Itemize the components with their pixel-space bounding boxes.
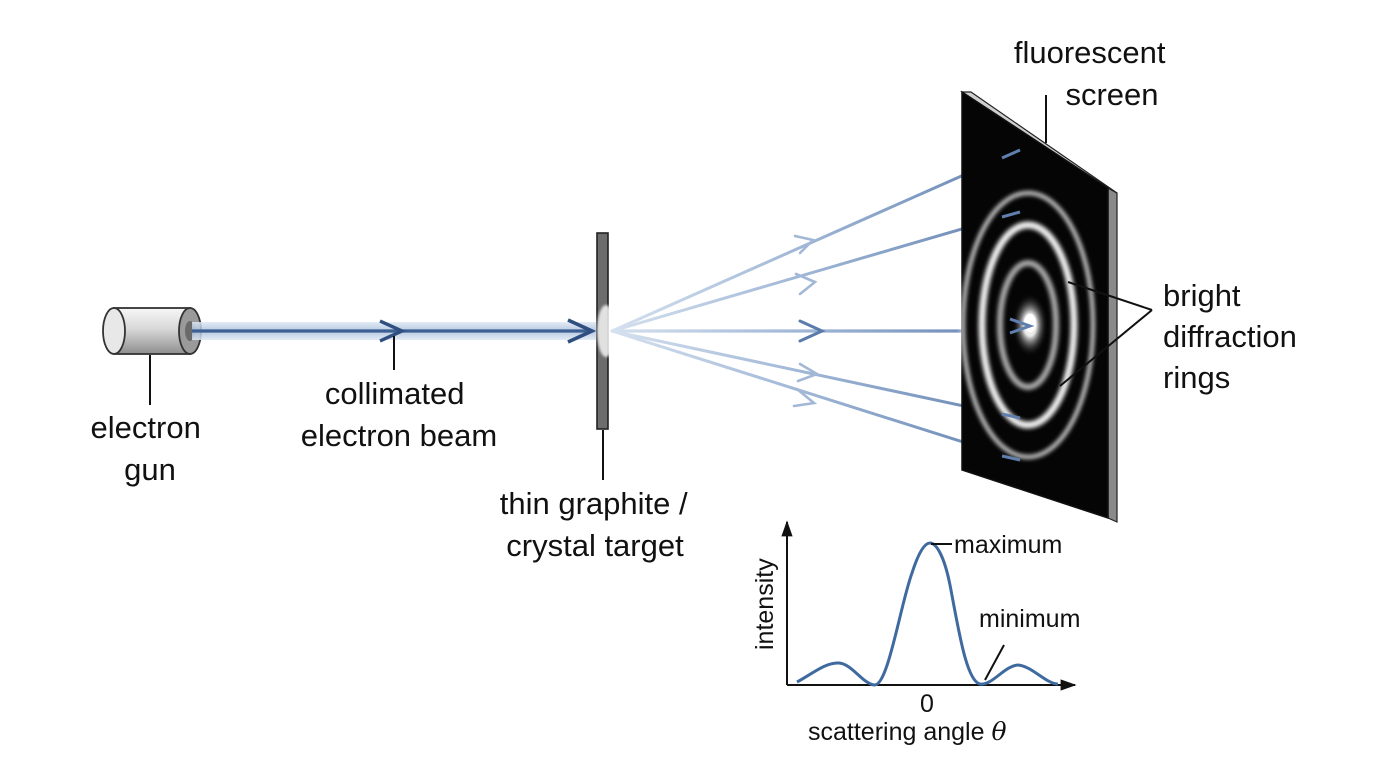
diffraction-rings: [961, 191, 1095, 459]
minimum-leader: [984, 644, 1005, 681]
screen-arrow-icon: [1009, 317, 1035, 335]
maximum-label: maximum: [954, 531, 1062, 559]
beam-arrow-icon: [379, 319, 407, 343]
intensity-inset: maximum minimum intensity 0 scattering a…: [751, 520, 1080, 746]
rings-leader-lower: [1059, 309, 1153, 387]
ray-arrow-icon: [794, 272, 818, 296]
ray-arrow-icon: [798, 319, 826, 343]
rings-label: bright diffraction rings: [1163, 278, 1305, 395]
collimated-beam: [192, 318, 602, 344]
rings-leader-upper: [1067, 281, 1153, 311]
ray-arrow-icon: [793, 234, 816, 255]
electron-gun-icon: [102, 307, 202, 355]
electron-gun-label: electron gun: [91, 410, 210, 487]
intensity-axis-label: intensity: [751, 558, 779, 650]
screen-label: fluorescent screen: [1014, 35, 1174, 112]
scattered-rays: [610, 148, 1024, 462]
beam-label: collimated electron beam: [301, 376, 497, 453]
target-label: thin graphite / crystal target: [500, 486, 696, 563]
crystal-target: [596, 232, 615, 430]
fluorescent-screen: [959, 90, 1118, 523]
intensity-curve: [796, 541, 1059, 687]
x-tick-zero: 0: [920, 690, 934, 718]
ray-arrow-icon: [796, 362, 821, 383]
ray-arrow-icon: [792, 387, 818, 408]
scattering-angle-label: scattering angle θ: [808, 717, 1007, 746]
minimum-label: minimum: [979, 605, 1080, 633]
beam-arrow-icon: [567, 318, 597, 344]
